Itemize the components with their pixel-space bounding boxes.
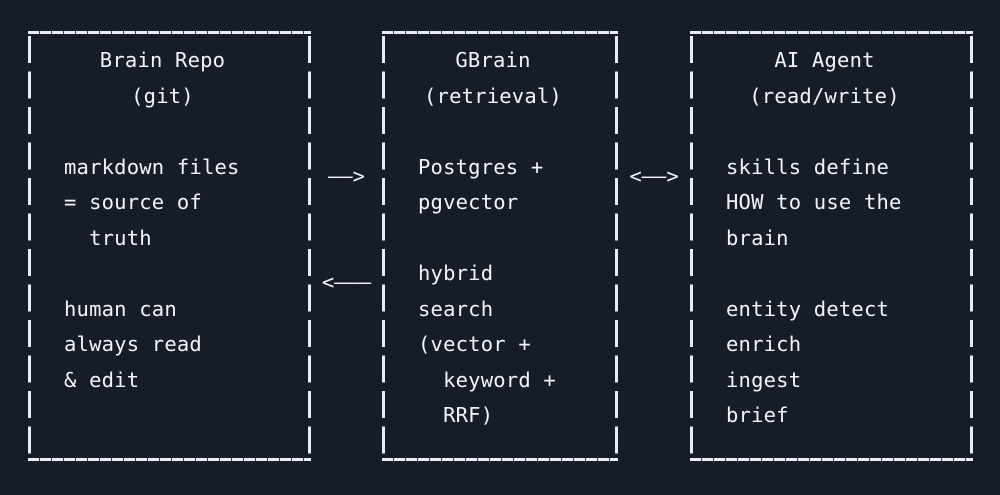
panel-line: Postgres +: [418, 154, 544, 179]
panel-content: GBrain (retrieval) Postgres + pgvector h…: [382, 31, 618, 461]
panel-line: [690, 114, 973, 150]
panel-top-border: [28, 31, 311, 34]
arrow-repo-to-gbrain: ——>: [327, 164, 366, 188]
panel-top-border: [690, 31, 973, 34]
panel-bottom-border: [28, 458, 311, 461]
panel-line: & edit: [64, 367, 140, 392]
panel-line: pgvector: [418, 190, 519, 214]
panel-line: enrich: [726, 332, 802, 356]
panel-line: skills define: [726, 154, 890, 179]
panel-top-border: [382, 31, 618, 34]
panel-line: [690, 256, 973, 292]
panel-line: entity detect: [726, 296, 890, 321]
panel-line: [382, 114, 618, 150]
panel-title: GBrain: [455, 48, 531, 72]
panel-line: HOW to use the: [726, 190, 902, 214]
panel-line: = source of: [64, 190, 202, 214]
panel-line: [28, 114, 311, 150]
panel-right-border: [615, 36, 618, 456]
panel-line: (vector +: [418, 332, 531, 356]
arrow-gbrain-agent-bidirectional: <——>: [629, 164, 679, 188]
panel-bottom-border: [690, 458, 973, 461]
panel-line: human can: [64, 296, 177, 321]
panel-left-border: [28, 36, 31, 456]
panel-line: RRF): [418, 403, 494, 427]
panel-line: [28, 398, 311, 434]
panel-left-border: [690, 36, 693, 456]
arrow-gbrain-to-repo: <———: [321, 270, 372, 294]
panel-content: AI Agent (read/write) skills define HOW …: [690, 31, 973, 461]
panel-line: [28, 256, 311, 292]
panel-line: truth: [64, 225, 152, 250]
panel-gbrain: GBrain (retrieval) Postgres + pgvector h…: [382, 31, 618, 461]
panel-line: always read: [64, 332, 202, 356]
panel-title: Brain Repo: [99, 48, 226, 72]
panel-subtitle: (git): [131, 83, 194, 108]
panel-line: [382, 221, 618, 257]
panel-brain-repo: Brain Repo (git) markdown files = source…: [28, 31, 311, 461]
panel-line: search: [418, 296, 494, 321]
panel-line: brief: [726, 403, 789, 427]
panel-subtitle: (read/write): [749, 83, 900, 108]
panel-subtitle: (retrieval): [424, 83, 562, 108]
panel-line: hybrid: [418, 261, 494, 285]
panel-line: ingest: [726, 367, 802, 392]
panel-title: AI Agent: [774, 48, 875, 72]
panel-line: markdown files: [64, 154, 240, 179]
panel-right-border: [308, 36, 311, 456]
panel-left-border: [382, 36, 385, 456]
panel-content: Brain Repo (git) markdown files = source…: [28, 31, 311, 461]
panel-bottom-border: [382, 458, 618, 461]
panel-ai-agent: AI Agent (read/write) skills define HOW …: [690, 31, 973, 461]
panel-right-border: [970, 36, 973, 456]
panel-line: keyword +: [418, 367, 556, 392]
panel-line: brain: [726, 225, 789, 250]
